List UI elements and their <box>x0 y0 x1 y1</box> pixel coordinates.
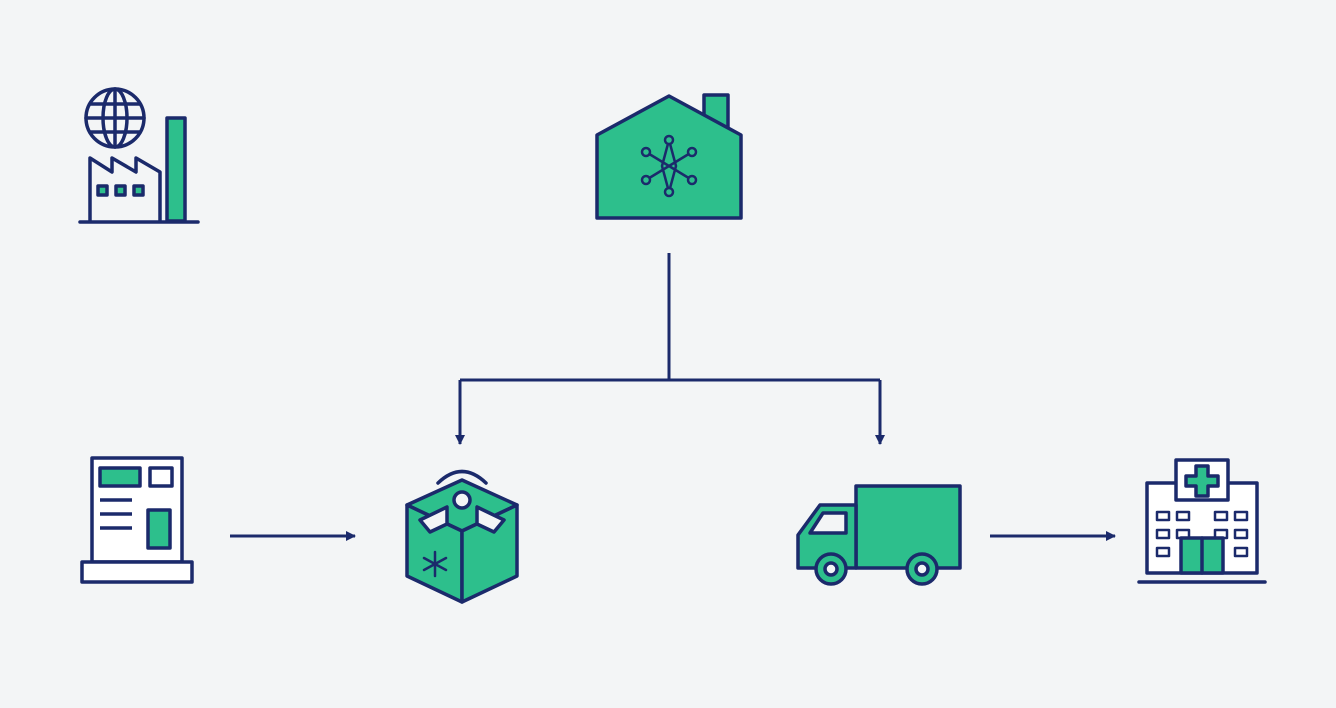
kiosk-terminal-icon <box>80 456 194 584</box>
snowflake-icon <box>422 550 448 578</box>
medical-cross-icon <box>1184 464 1220 498</box>
smart-house-icon <box>595 93 743 220</box>
hospital-icon <box>1137 458 1267 584</box>
globe-icon <box>84 87 146 149</box>
factory-globe-icon <box>78 87 200 224</box>
connectors <box>230 253 1116 541</box>
network-star-icon <box>640 134 698 198</box>
smart-cold-box-icon <box>405 469 519 604</box>
hospital-windows <box>1155 510 1249 558</box>
truck-icon <box>796 484 962 586</box>
